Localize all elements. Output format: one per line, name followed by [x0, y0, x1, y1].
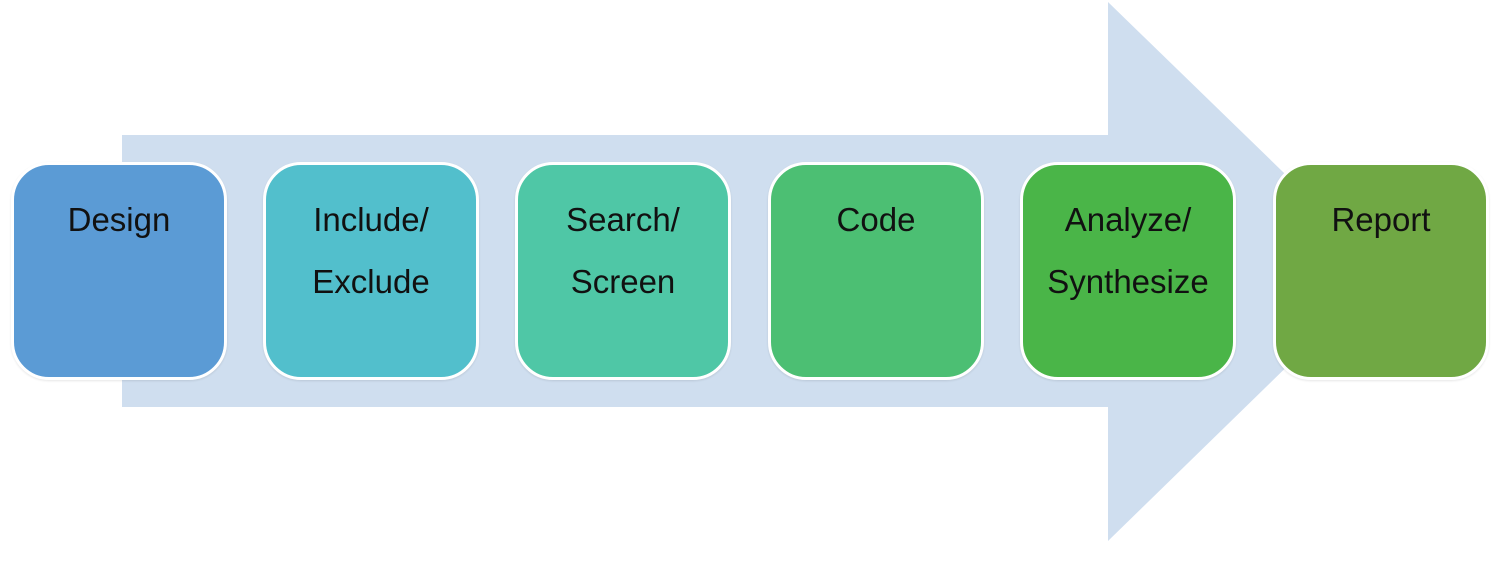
step-include-exclude: Include/ Exclude: [263, 162, 479, 380]
step-design: Design: [11, 162, 227, 380]
step-code-label: Code: [836, 201, 916, 238]
step-analyze-synthesize-label-line-2: Synthesize: [1047, 263, 1209, 300]
step-search-screen: Search/ Screen: [515, 162, 731, 380]
step-analyze-synthesize: Analyze/ Synthesize: [1020, 162, 1236, 380]
step-include-exclude-label-line-1: Include/: [313, 201, 429, 238]
step-code: Code: [768, 162, 984, 380]
step-include-exclude-label-line-2: Exclude: [312, 263, 430, 300]
step-analyze-synthesize-label-line-1: Analyze/: [1064, 201, 1192, 238]
step-search-screen-label-line-2: Screen: [570, 263, 676, 300]
step-design-label: Design: [67, 201, 171, 238]
step-report: Report: [1273, 162, 1489, 380]
step-report-label: Report: [1331, 201, 1431, 238]
step-search-screen-label-line-1: Search/: [566, 201, 680, 238]
